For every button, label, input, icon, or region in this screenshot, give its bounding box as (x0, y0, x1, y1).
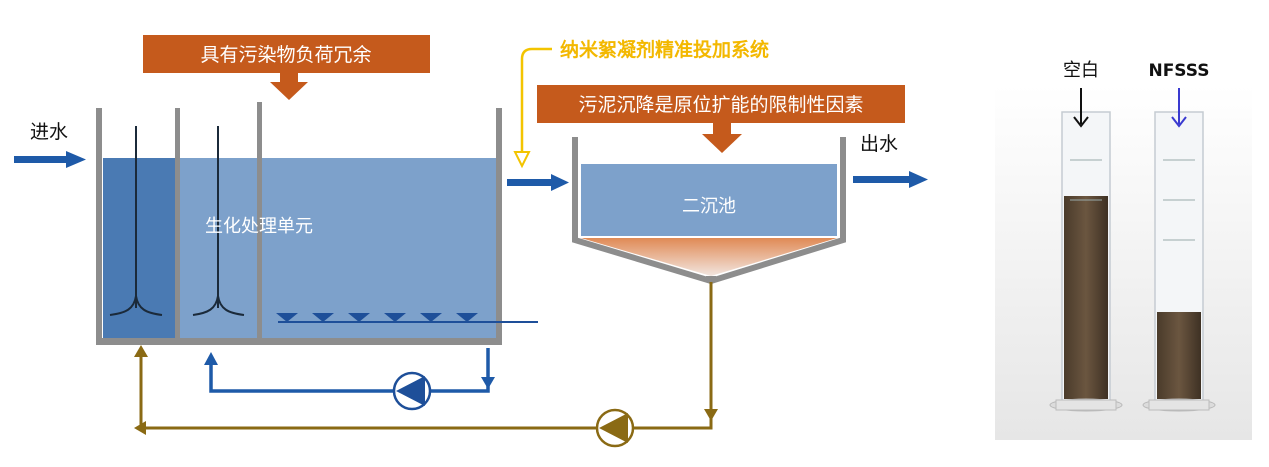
bio-unit-label: 生化处理单元 (205, 216, 313, 237)
mixer-2-icon (192, 126, 245, 316)
dosing-system-label: 纳米絮凝剂精准投加系统 (560, 38, 769, 61)
treated-down-arrow-icon (1171, 88, 1187, 128)
settling-test-photo: 空白 NFSSS (995, 60, 1252, 440)
secondary-clarifier (572, 137, 846, 285)
dosing-line (513, 47, 552, 169)
return-sludge-line (134, 282, 718, 435)
flow-to-clarifier-arrow (507, 174, 569, 191)
influent-label: 进水 (30, 121, 68, 143)
treated-cylinder (1142, 111, 1216, 412)
effluent-arrow (853, 171, 928, 188)
clarifier-label: 二沉池 (682, 196, 736, 217)
bio-treatment-tank (96, 102, 502, 345)
blank-down-arrow-icon (1073, 88, 1089, 128)
overload-banner-text: 具有污染物负荷冗余 (200, 44, 371, 66)
settling-limit-text: 污泥沉降是原位扩能的限制性因素 (578, 94, 863, 116)
settling-limit-banner: 污泥沉降是原位扩能的限制性因素 (537, 85, 905, 153)
influent-arrow (14, 151, 86, 168)
blank-label: 空白 (1063, 60, 1099, 81)
effluent-label: 出水 (860, 133, 898, 155)
mixer-1-icon (109, 126, 163, 316)
treated-label: NFSSS (1148, 61, 1209, 81)
overload-banner: 具有污染物负荷冗余 (143, 35, 430, 100)
aerator-row (276, 313, 538, 323)
internal-recycle-line (204, 348, 495, 393)
blank-cylinder (1049, 111, 1123, 412)
internal-recycle-pump-icon (392, 371, 432, 411)
return-sludge-pump-icon (595, 408, 635, 448)
